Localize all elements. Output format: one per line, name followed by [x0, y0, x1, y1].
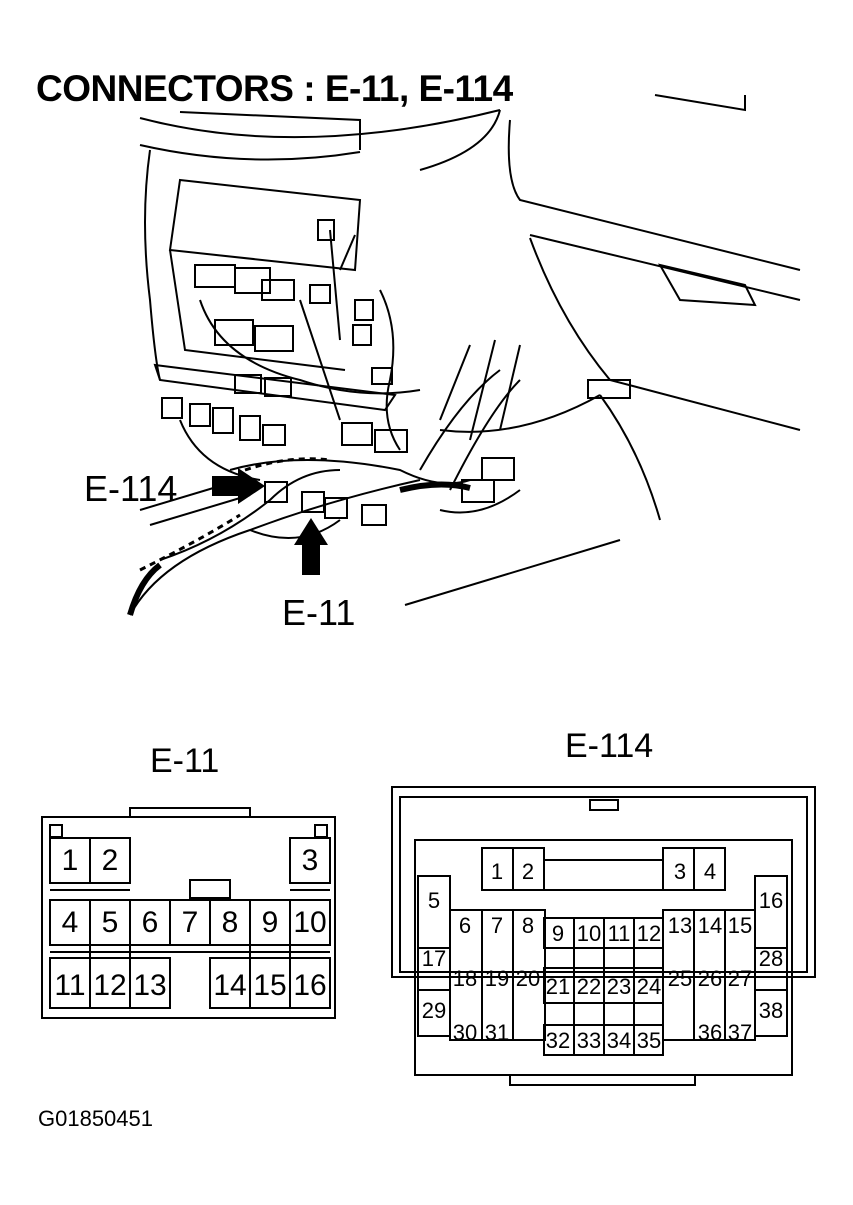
e114-pin-12: 12	[637, 921, 661, 946]
e114-pin-13: 13	[668, 913, 692, 938]
e11-pin-7: 7	[182, 906, 199, 939]
e114-pin-22: 22	[577, 974, 601, 999]
e11-pin-10: 10	[293, 906, 326, 939]
e11-pin-6: 6	[142, 906, 159, 939]
figure-code: G01850451	[38, 1106, 153, 1131]
e114-pin-24: 24	[637, 974, 661, 999]
e114-pin-7: 7	[491, 913, 503, 938]
e11-pin-13: 13	[133, 969, 166, 1002]
e114-pin-35: 35	[637, 1028, 661, 1053]
e114-pin-27: 27	[728, 966, 752, 991]
e114-pin-25: 25	[668, 966, 692, 991]
e114-pin-2: 2	[522, 859, 534, 884]
e114-pin-11: 11	[608, 921, 631, 946]
e114-pin-17: 17	[422, 946, 446, 971]
e114-pin-31: 31	[485, 1020, 509, 1045]
e114-pin-20: 20	[516, 966, 540, 991]
e114-pin-30: 30	[453, 1020, 477, 1045]
e114-pin-21: 21	[546, 974, 570, 999]
e114-pin-26: 26	[698, 966, 722, 991]
e114-pin-37: 37	[728, 1020, 752, 1045]
e114-pin-23: 23	[607, 974, 631, 999]
e11-pin-12: 12	[93, 969, 126, 1002]
e114-pin-32: 32	[546, 1028, 570, 1053]
e114-pin-38: 38	[759, 998, 783, 1023]
e114-connector-title: E-114	[565, 727, 654, 765]
e114-pin-34: 34	[607, 1028, 631, 1053]
e114-pin-16: 16	[759, 888, 783, 913]
e114-pin-1: 1	[491, 859, 503, 884]
e114-pin-18: 18	[453, 966, 477, 991]
e114-pin-29: 29	[422, 998, 446, 1023]
e114-pin-9: 9	[552, 921, 564, 946]
e11-pin-4: 4	[62, 906, 79, 939]
e11-connector-title: E-11	[150, 742, 220, 780]
e114-pin-28: 28	[759, 946, 783, 971]
callout-e114-label: E-114	[84, 468, 178, 509]
e11-pin-11: 11	[54, 969, 85, 1002]
e11-pin-14: 14	[213, 969, 246, 1002]
e11-pin-9: 9	[262, 906, 279, 939]
arrow-e114-icon	[212, 468, 265, 504]
page-title: CONNECTORS : E-11, E-114	[36, 68, 513, 109]
e114-pin-15: 15	[728, 913, 752, 938]
e11-pin-3: 3	[302, 844, 319, 877]
callout-e11-label: E-11	[282, 592, 356, 633]
e114-pin-8: 8	[522, 913, 534, 938]
e114-pin-14: 14	[698, 913, 722, 938]
e11-pin-2: 2	[102, 844, 119, 877]
e11-pin-15: 15	[253, 969, 286, 1002]
e11-pin-16: 16	[293, 969, 326, 1002]
e114-pin-4: 4	[704, 859, 716, 884]
e114-pin-6: 6	[459, 913, 471, 938]
e114-pin-36: 36	[698, 1020, 722, 1045]
arrow-e11-icon	[294, 518, 328, 575]
e11-pin-5: 5	[102, 906, 119, 939]
e114-pin-33: 33	[577, 1028, 601, 1053]
e114-pin-10: 10	[577, 921, 601, 946]
e114-pin-5: 5	[428, 888, 440, 913]
e11-pin-8: 8	[222, 906, 239, 939]
e114-pin-19: 19	[485, 966, 509, 991]
e11-pin-1: 1	[62, 844, 79, 877]
e114-pin-3: 3	[674, 859, 686, 884]
